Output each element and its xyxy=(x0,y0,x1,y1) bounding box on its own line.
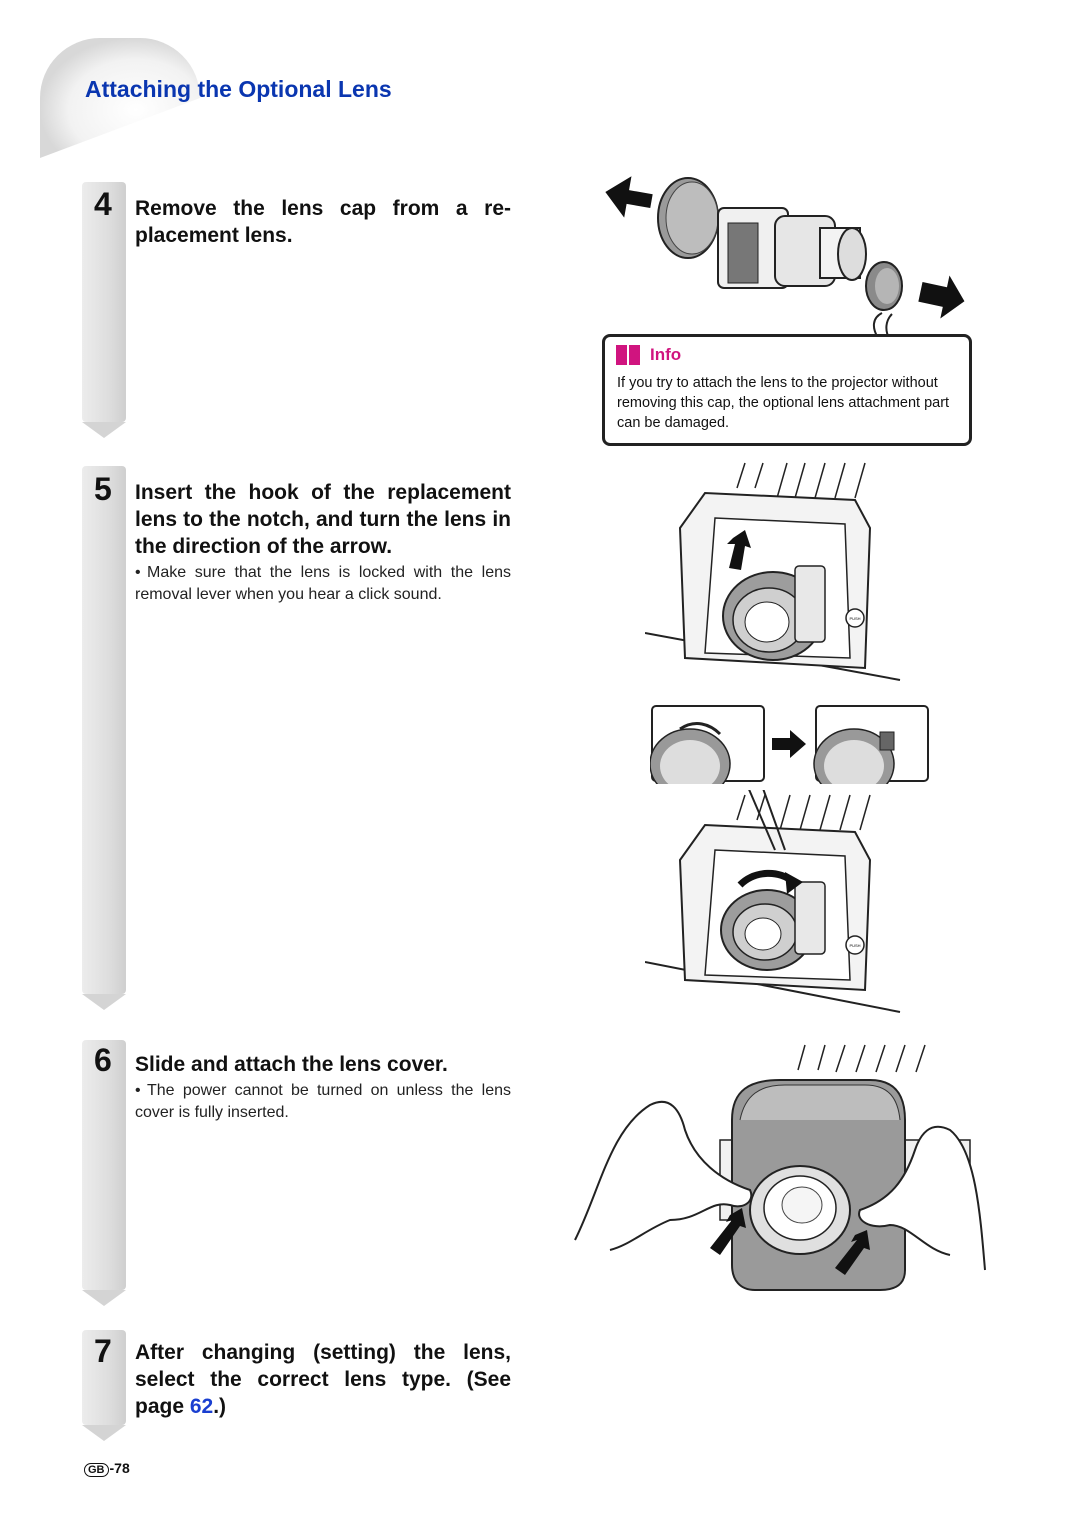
bullet-dot: • xyxy=(135,1082,141,1099)
step-4-heading: Remove the lens cap from a re- placement… xyxy=(135,197,511,247)
step-7-heading: After changing (setting) the lens, selec… xyxy=(135,1339,511,1420)
book-icon xyxy=(616,345,640,365)
info-text: If you try to attach the lens to the pro… xyxy=(617,375,950,431)
step-5-bullet: •Make sure that the lens is locked with … xyxy=(135,562,511,606)
arrow-up-icon xyxy=(710,1208,746,1255)
step-4-bar xyxy=(82,182,126,438)
arrow-left-icon xyxy=(605,176,653,218)
step-7-heading-text: After changing (setting) the lens, selec… xyxy=(135,1341,511,1418)
step-5-bullet-text: Make sure that the lens is locked with t… xyxy=(135,564,511,603)
step-5-number: 5 xyxy=(94,471,112,507)
page-title: Attaching the Optional Lens xyxy=(85,76,392,102)
page-number-text: -78 xyxy=(109,1460,130,1476)
info-label: Info xyxy=(650,345,682,364)
step-6-bullet: •The power cannot be turned on unless th… xyxy=(135,1080,511,1124)
arrow-up-icon xyxy=(727,530,751,570)
arrow-up-icon xyxy=(835,1230,870,1275)
lens-insert-illustration: PUSH xyxy=(645,462,901,681)
title-decoration xyxy=(40,38,200,158)
step-5-bar xyxy=(82,466,126,1010)
step-6-bar xyxy=(82,1040,126,1306)
arrow-right-icon xyxy=(772,730,806,758)
page-link[interactable]: 62 xyxy=(189,1395,214,1418)
info-box: Info If you try to attach the lens to th… xyxy=(602,334,972,446)
step-4-number: 4 xyxy=(94,186,112,222)
region-badge: GB xyxy=(84,1463,109,1477)
lock-detail-illustration xyxy=(650,705,929,784)
lens-locked-illustration: PUSH xyxy=(645,790,901,1013)
arrow-right-icon xyxy=(918,275,965,319)
step-7-heading-end: .) xyxy=(213,1395,227,1418)
step-6-heading: Slide and attach the lens cover. xyxy=(135,1053,448,1076)
page-number: GB-78 xyxy=(84,1460,130,1477)
step-6-bullet-text: The power cannot be turned on unless the… xyxy=(135,1082,511,1121)
lens-cap-removal-illustration xyxy=(605,176,965,342)
step-6-number: 6 xyxy=(94,1042,112,1078)
lens-cover-illustration xyxy=(574,1044,986,1291)
bullet-dot: • xyxy=(135,564,141,581)
step-7-number: 7 xyxy=(94,1333,112,1369)
step-7-bar xyxy=(82,1330,126,1441)
push-button-label: PUSH xyxy=(849,943,860,948)
push-button-label: PUSH xyxy=(849,616,860,621)
step-5-heading: Insert the hook of the replacement lens … xyxy=(135,481,511,558)
